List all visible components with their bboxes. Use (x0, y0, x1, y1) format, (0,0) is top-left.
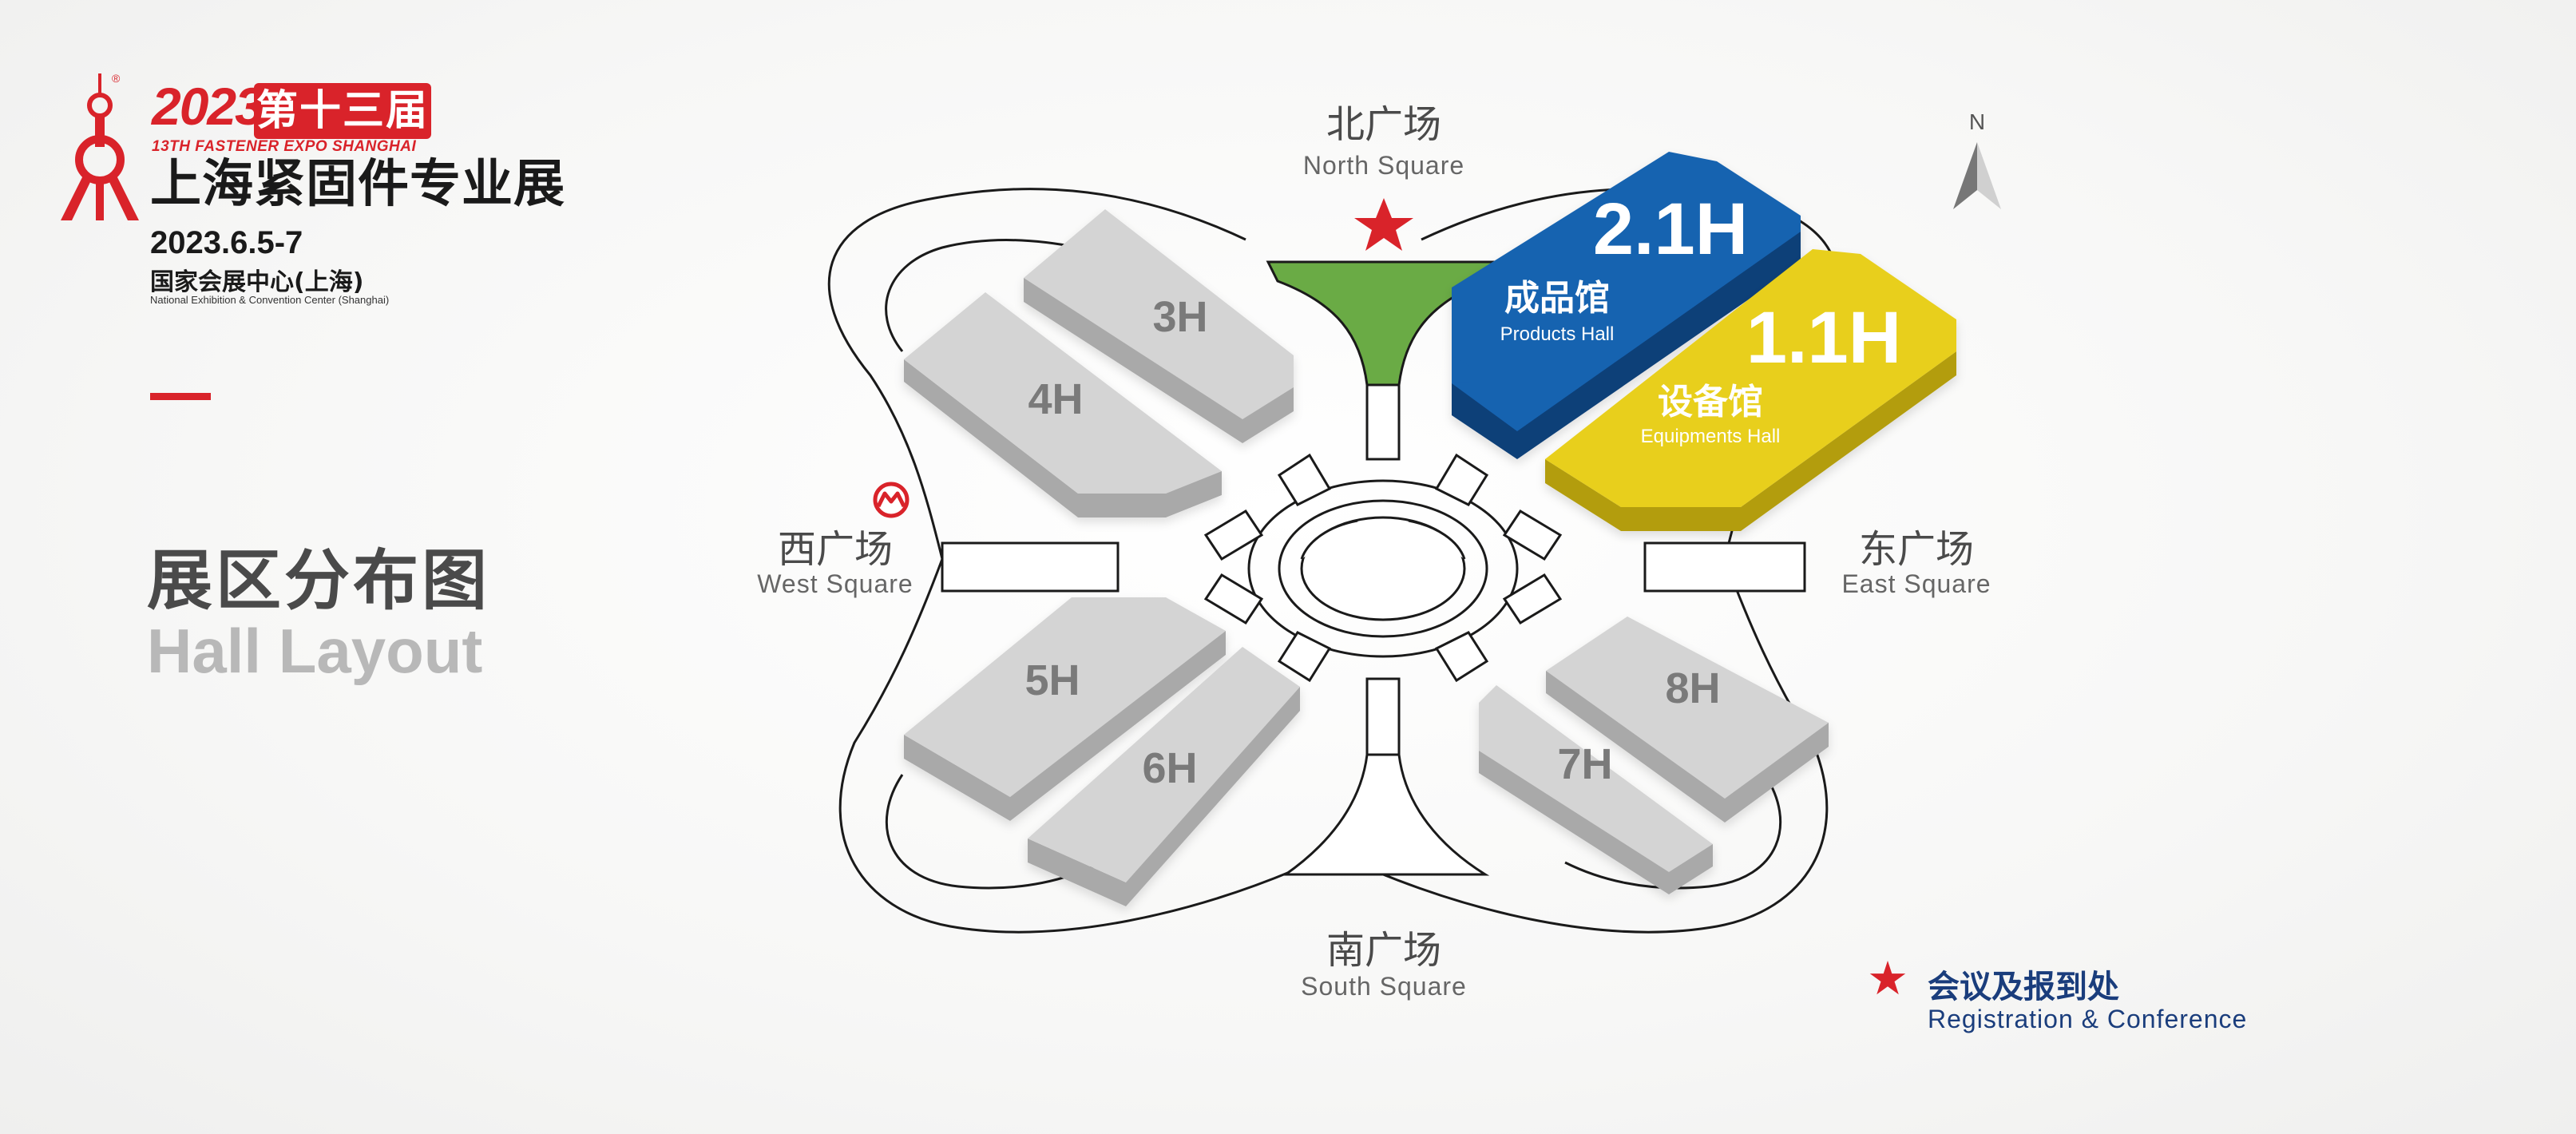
north-square-en: North Square (1303, 151, 1464, 180)
products-hall-cn: 成品馆 (1504, 278, 1610, 319)
north-square-cn: 北广场 (1326, 102, 1441, 147)
equipments-hall-code: 1.1H (1746, 297, 1901, 379)
compass-label: N (1969, 109, 1985, 134)
west-square-cn: 西广场 (778, 527, 893, 572)
hall-5h-label: 5H (1024, 656, 1080, 704)
equipments-hall-cn: 设备馆 (1658, 382, 1763, 422)
registered-mark: ® (112, 72, 121, 85)
south-square-cn: 南广场 (1326, 928, 1441, 973)
north-axis (1365, 383, 1401, 461)
logo-expo-chinese: 上海紧固件专业展 (150, 155, 565, 214)
south-plaza (1282, 753, 1490, 876)
legend-registration-cn: 会议及报到处 (1928, 969, 2119, 1005)
hall-8h (1546, 617, 1829, 823)
south-axis (1365, 677, 1401, 756)
hall-3h-label: 3H (1152, 293, 1207, 341)
logo-edition-badge: 第十三届 (254, 83, 431, 139)
west-square-en: West Square (757, 569, 913, 598)
page-title-chinese: 展区分布图 (147, 543, 491, 619)
oriental-pearl-tower-icon (61, 73, 139, 220)
east-connector (1643, 541, 1806, 593)
hall-5h (904, 597, 1226, 821)
logo-year: 2023 (152, 77, 264, 136)
registration-star-icon (1354, 198, 1413, 251)
equipments-hall-en: Equipments Hall (1641, 426, 1781, 447)
hall-7h-label: 7H (1557, 740, 1612, 788)
logo-expo-english: 13TH FASTENER EXPO SHANGHAI (152, 138, 417, 155)
hall-4h (904, 292, 1222, 517)
products-hall-en: Products Hall (1500, 323, 1615, 345)
west-connector (941, 541, 1120, 593)
venue-chinese: 国家会展中心(上海) (150, 268, 364, 296)
legend-registration-en: Registration & Conference (1928, 1005, 2248, 1033)
east-square-en: East Square (1841, 569, 1991, 598)
hall-1-1h-equipments (1545, 249, 1956, 531)
legend-star-icon: ★ (1867, 951, 1908, 1005)
hall-3h (1024, 209, 1294, 443)
products-hall-code: 2.1H (1593, 188, 1748, 270)
hall-6h-label: 6H (1142, 744, 1197, 792)
hall-2-1h-products (1452, 152, 1801, 459)
accent-divider (150, 393, 211, 400)
metro-icon (873, 482, 910, 518)
south-square-en: South Square (1301, 972, 1467, 1001)
east-square-cn: 东广场 (1859, 527, 1974, 572)
hall-7h (1479, 685, 1713, 894)
hall-4h-label: 4H (1028, 375, 1083, 423)
hall-6h (1028, 647, 1300, 906)
hall-8h-label: 8H (1665, 664, 1720, 712)
central-hub (1203, 453, 1563, 683)
event-date: 2023.6.5-7 (150, 225, 303, 260)
compass-icon: N (1953, 109, 2001, 209)
venue-english: National Exhibition & Convention Center … (150, 294, 390, 306)
page-title-english: Hall Layout (147, 616, 483, 686)
